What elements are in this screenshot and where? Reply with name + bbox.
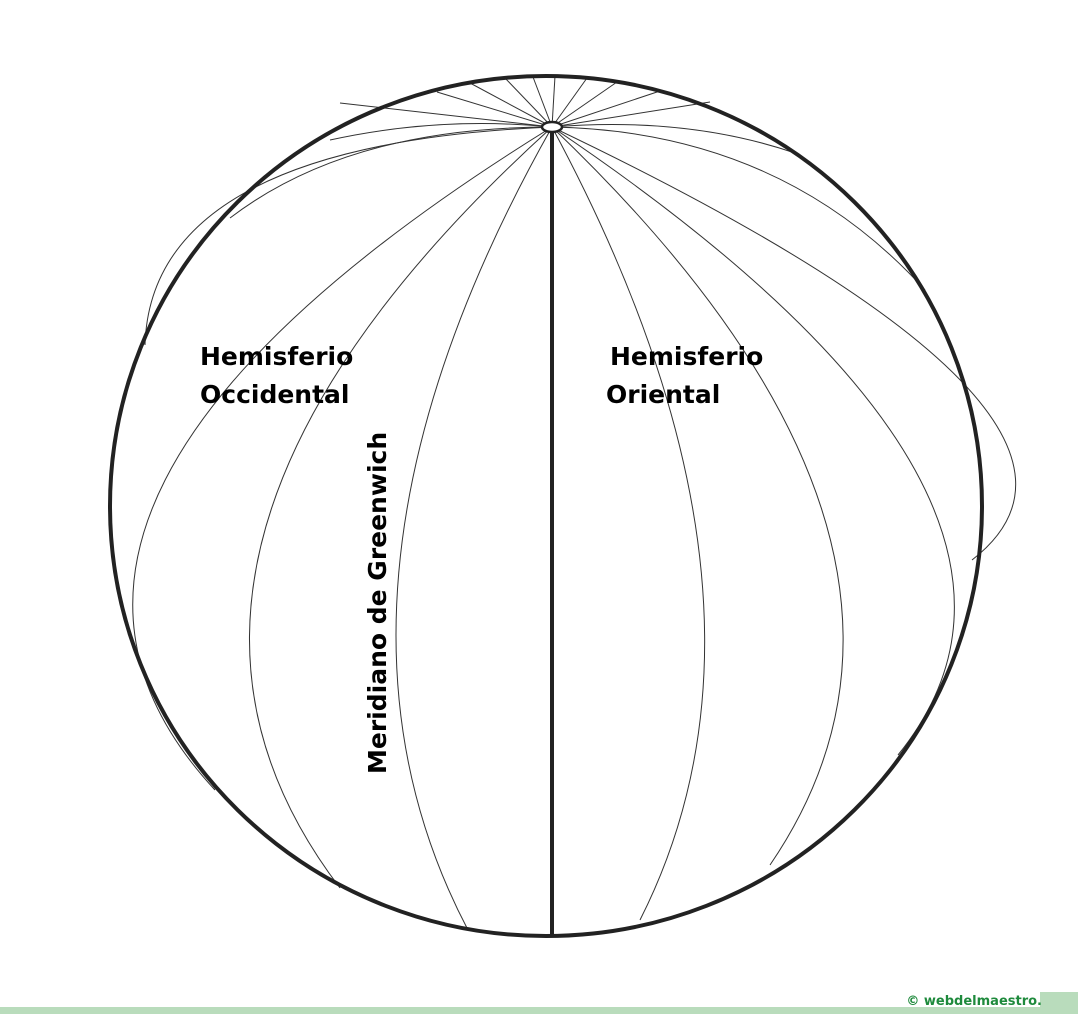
meridians <box>132 123 1017 931</box>
east-label-line1: Hemisferio <box>610 342 764 371</box>
greenwich-meridian-label: Meridiano de Greenwich <box>363 431 392 774</box>
back-meridians <box>339 75 711 128</box>
globe-outline <box>108 74 984 938</box>
footer-bar <box>0 1007 1078 1014</box>
west-hemisphere-label: Hemisferio Occidental <box>200 338 353 414</box>
west-label-line2: Occidental <box>200 380 350 409</box>
west-label-line1: Hemisferio <box>200 342 354 371</box>
east-hemisphere-label: Hemisferio Oriental <box>606 338 763 414</box>
watermark: © webdelmaestro. <box>906 994 1042 1009</box>
north-pole <box>540 120 564 134</box>
watermark-box <box>1040 992 1078 1014</box>
east-label-line2: Oriental <box>606 380 721 409</box>
